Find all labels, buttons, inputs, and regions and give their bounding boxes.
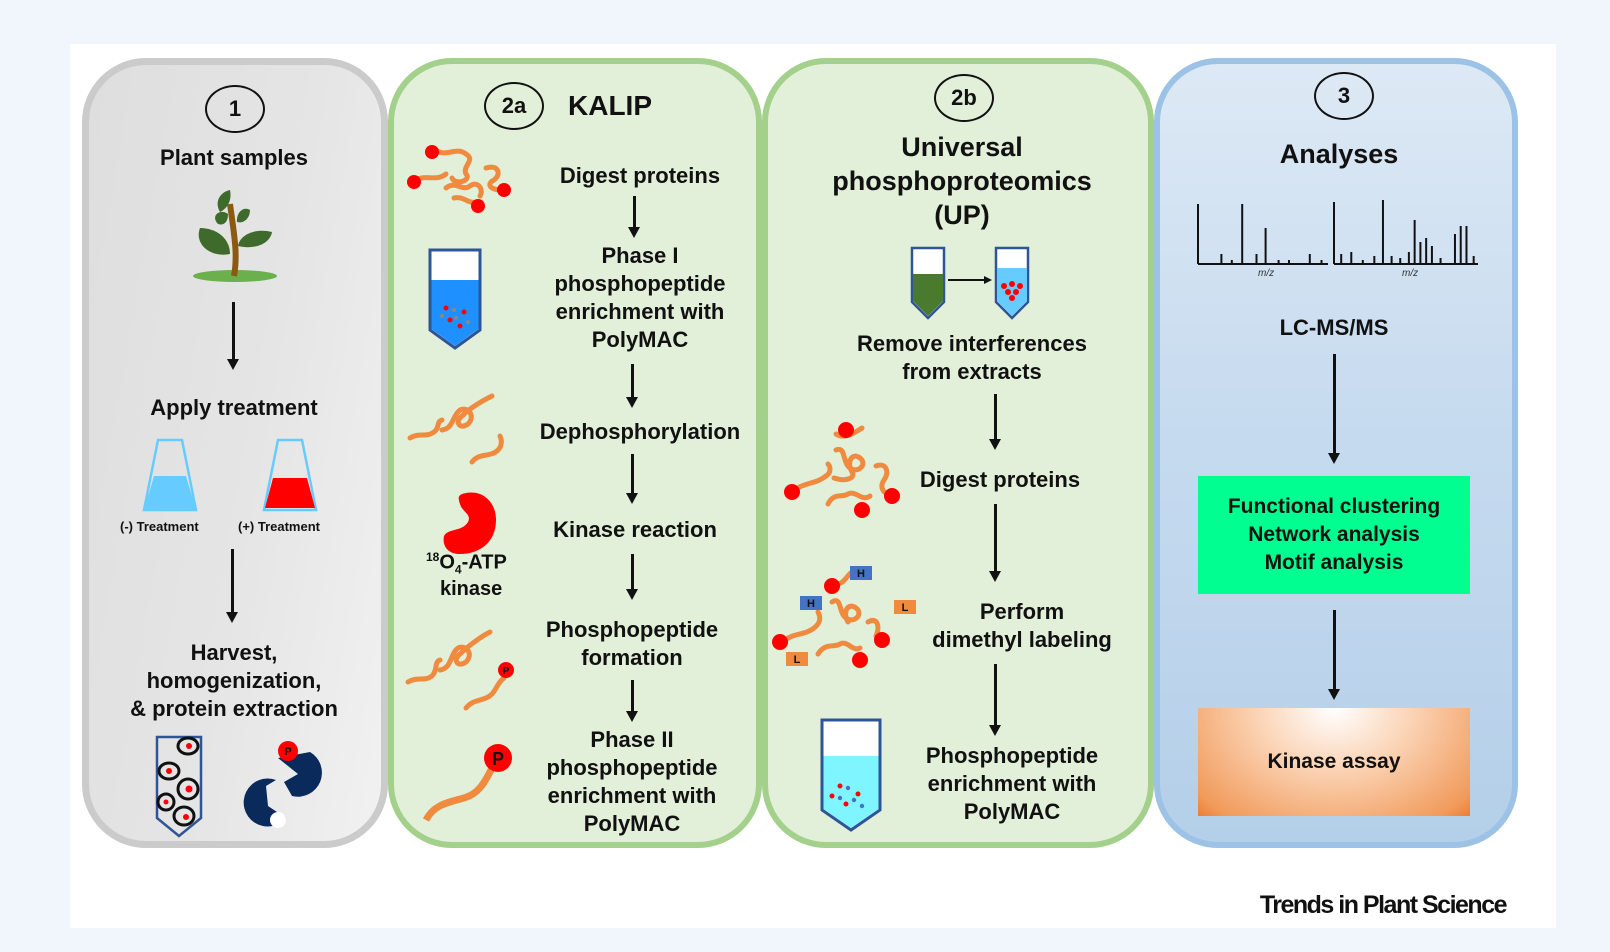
panel-universal-phosphoproteomics <box>762 58 1154 848</box>
bioinformatics-analysis-box: Functional clustering Network analysis M… <box>1198 476 1470 594</box>
arrow-down <box>989 504 1001 582</box>
kinase-assay-label: Kinase assay <box>1267 750 1401 773</box>
kinase-assay-box: Kinase assay <box>1198 708 1470 816</box>
phosphopeptide-icon: P <box>405 629 514 711</box>
up-step-1-line-2: from extracts <box>902 359 1042 384</box>
up-step-4-line-1: Phosphopeptide <box>925 743 1099 768</box>
kalip-title: KALIP <box>568 90 652 121</box>
lcmsms-label: LC-MS/MS <box>1279 315 1389 340</box>
cell-tube-icon <box>155 735 203 838</box>
enriched-phosphopeptide-icon: P <box>422 744 512 822</box>
up-step-2: Digest proteins <box>919 467 1081 492</box>
kalip-step-4: Kinase reaction <box>553 517 717 542</box>
flask-negative-icon <box>142 438 198 512</box>
arrow-down <box>226 549 238 623</box>
kalip-step-2-line-3: enrichment with <box>555 299 725 324</box>
arrow-down <box>227 302 239 370</box>
up-step-1-line-1: Remove interferences <box>857 331 1087 356</box>
positive-treatment-label: (+) Treatment <box>238 519 320 534</box>
arrow-down <box>626 364 638 408</box>
step-number-2a: 2a <box>484 82 544 130</box>
mz-axis-label: m/z <box>1402 268 1419 279</box>
kalip-step-2-line-2: phosphopeptide <box>554 271 726 296</box>
negative-treatment-label: (-) Treatment <box>120 519 199 534</box>
kalip-step-6-line-2: phosphopeptide <box>546 755 718 780</box>
kalip-step-5-line-1: Phosphopeptide <box>545 617 719 642</box>
kalip-step-2-line-1: Phase I <box>601 243 679 268</box>
kalip-step-3: Dephosphorylation <box>539 419 741 444</box>
analysis-line-2: Network analysis <box>1248 523 1420 546</box>
phospho-label: P <box>503 666 510 677</box>
kalip-step-6-line-4: PolyMAC <box>583 811 681 836</box>
step-number-2b: 2b <box>934 74 994 122</box>
harvest-step-line-1: Harvest, <box>190 640 278 665</box>
analysis-line-1: Functional clustering <box>1227 495 1441 518</box>
up-title-line-2: phosphoproteomics <box>832 166 1092 196</box>
mz-axis-label: m/z <box>1258 268 1275 279</box>
arrow-down <box>626 680 638 722</box>
digested-protein-icon <box>784 422 900 518</box>
cleanup-tubes-icon <box>910 246 1030 320</box>
arrow-down <box>628 196 640 238</box>
phospho-label: P <box>492 749 504 769</box>
up-step-3-line-2: dimethyl labeling <box>932 627 1112 652</box>
arrow-down <box>1328 354 1340 464</box>
digested-protein-icon <box>407 145 511 213</box>
panel-kalip <box>388 58 762 848</box>
kalip-step-2-line-4: PolyMAC <box>591 327 689 352</box>
heavy-label: H <box>807 598 815 610</box>
polymac-tube-icon <box>428 248 482 350</box>
dimethyl-labeled-peptides-icon: H H L L <box>772 566 916 668</box>
plant-samples-title: Plant samples <box>160 145 308 170</box>
kinase-label: kinase <box>440 578 503 600</box>
flask-positive-icon <box>262 438 318 512</box>
analysis-line-3: Motif analysis <box>1264 551 1404 574</box>
harvest-step-line-2: homogenization, <box>146 668 322 693</box>
phospho-label: P <box>284 746 291 758</box>
up-step-4-line-2: enrichment with <box>927 771 1097 796</box>
up-title-line-1: Universal <box>901 132 1023 162</box>
ms-spectra-icon <box>1197 200 1478 265</box>
kalip-step-6-line-1: Phase II <box>590 727 674 752</box>
polymac-tube-icon <box>820 718 882 832</box>
phospho-protein-icon: P <box>243 741 322 828</box>
kinase-enzyme-icon <box>443 492 496 554</box>
arrow-down <box>626 454 638 504</box>
arrow-down <box>626 554 638 600</box>
kalip-step-1: Digest proteins <box>559 163 721 188</box>
arrow-down <box>989 664 1001 736</box>
arrow-down <box>989 394 1001 450</box>
step-number-3: 3 <box>1314 72 1374 120</box>
atp-label: 18O4-ATP <box>426 550 507 577</box>
light-label: L <box>902 602 909 614</box>
plant-icon <box>193 190 277 282</box>
step-number-1: 1 <box>205 85 265 133</box>
up-title-line-3: (UP) <box>934 200 990 230</box>
kalip-step-6-line-3: enrichment with <box>547 783 717 808</box>
up-step-3-line-1: Perform <box>979 599 1065 624</box>
heavy-label: H <box>857 568 865 580</box>
kalip-step-5-line-2: formation <box>581 645 683 670</box>
arrow-down <box>1328 610 1340 700</box>
dephosphorylated-peptide-icon <box>407 393 504 465</box>
up-step-4-line-3: PolyMAC <box>963 799 1061 824</box>
figure: 1 Plant samples Apply treatment (-) Trea… <box>70 44 1556 928</box>
light-label: L <box>794 654 801 666</box>
apply-treatment-label: Apply treatment <box>150 395 318 420</box>
journal-label: Trends in Plant Science <box>1259 891 1508 919</box>
harvest-step-line-3: & protein extraction <box>130 696 338 721</box>
panel-plant-samples <box>82 58 388 848</box>
analyses-title: Analyses <box>1279 139 1399 169</box>
